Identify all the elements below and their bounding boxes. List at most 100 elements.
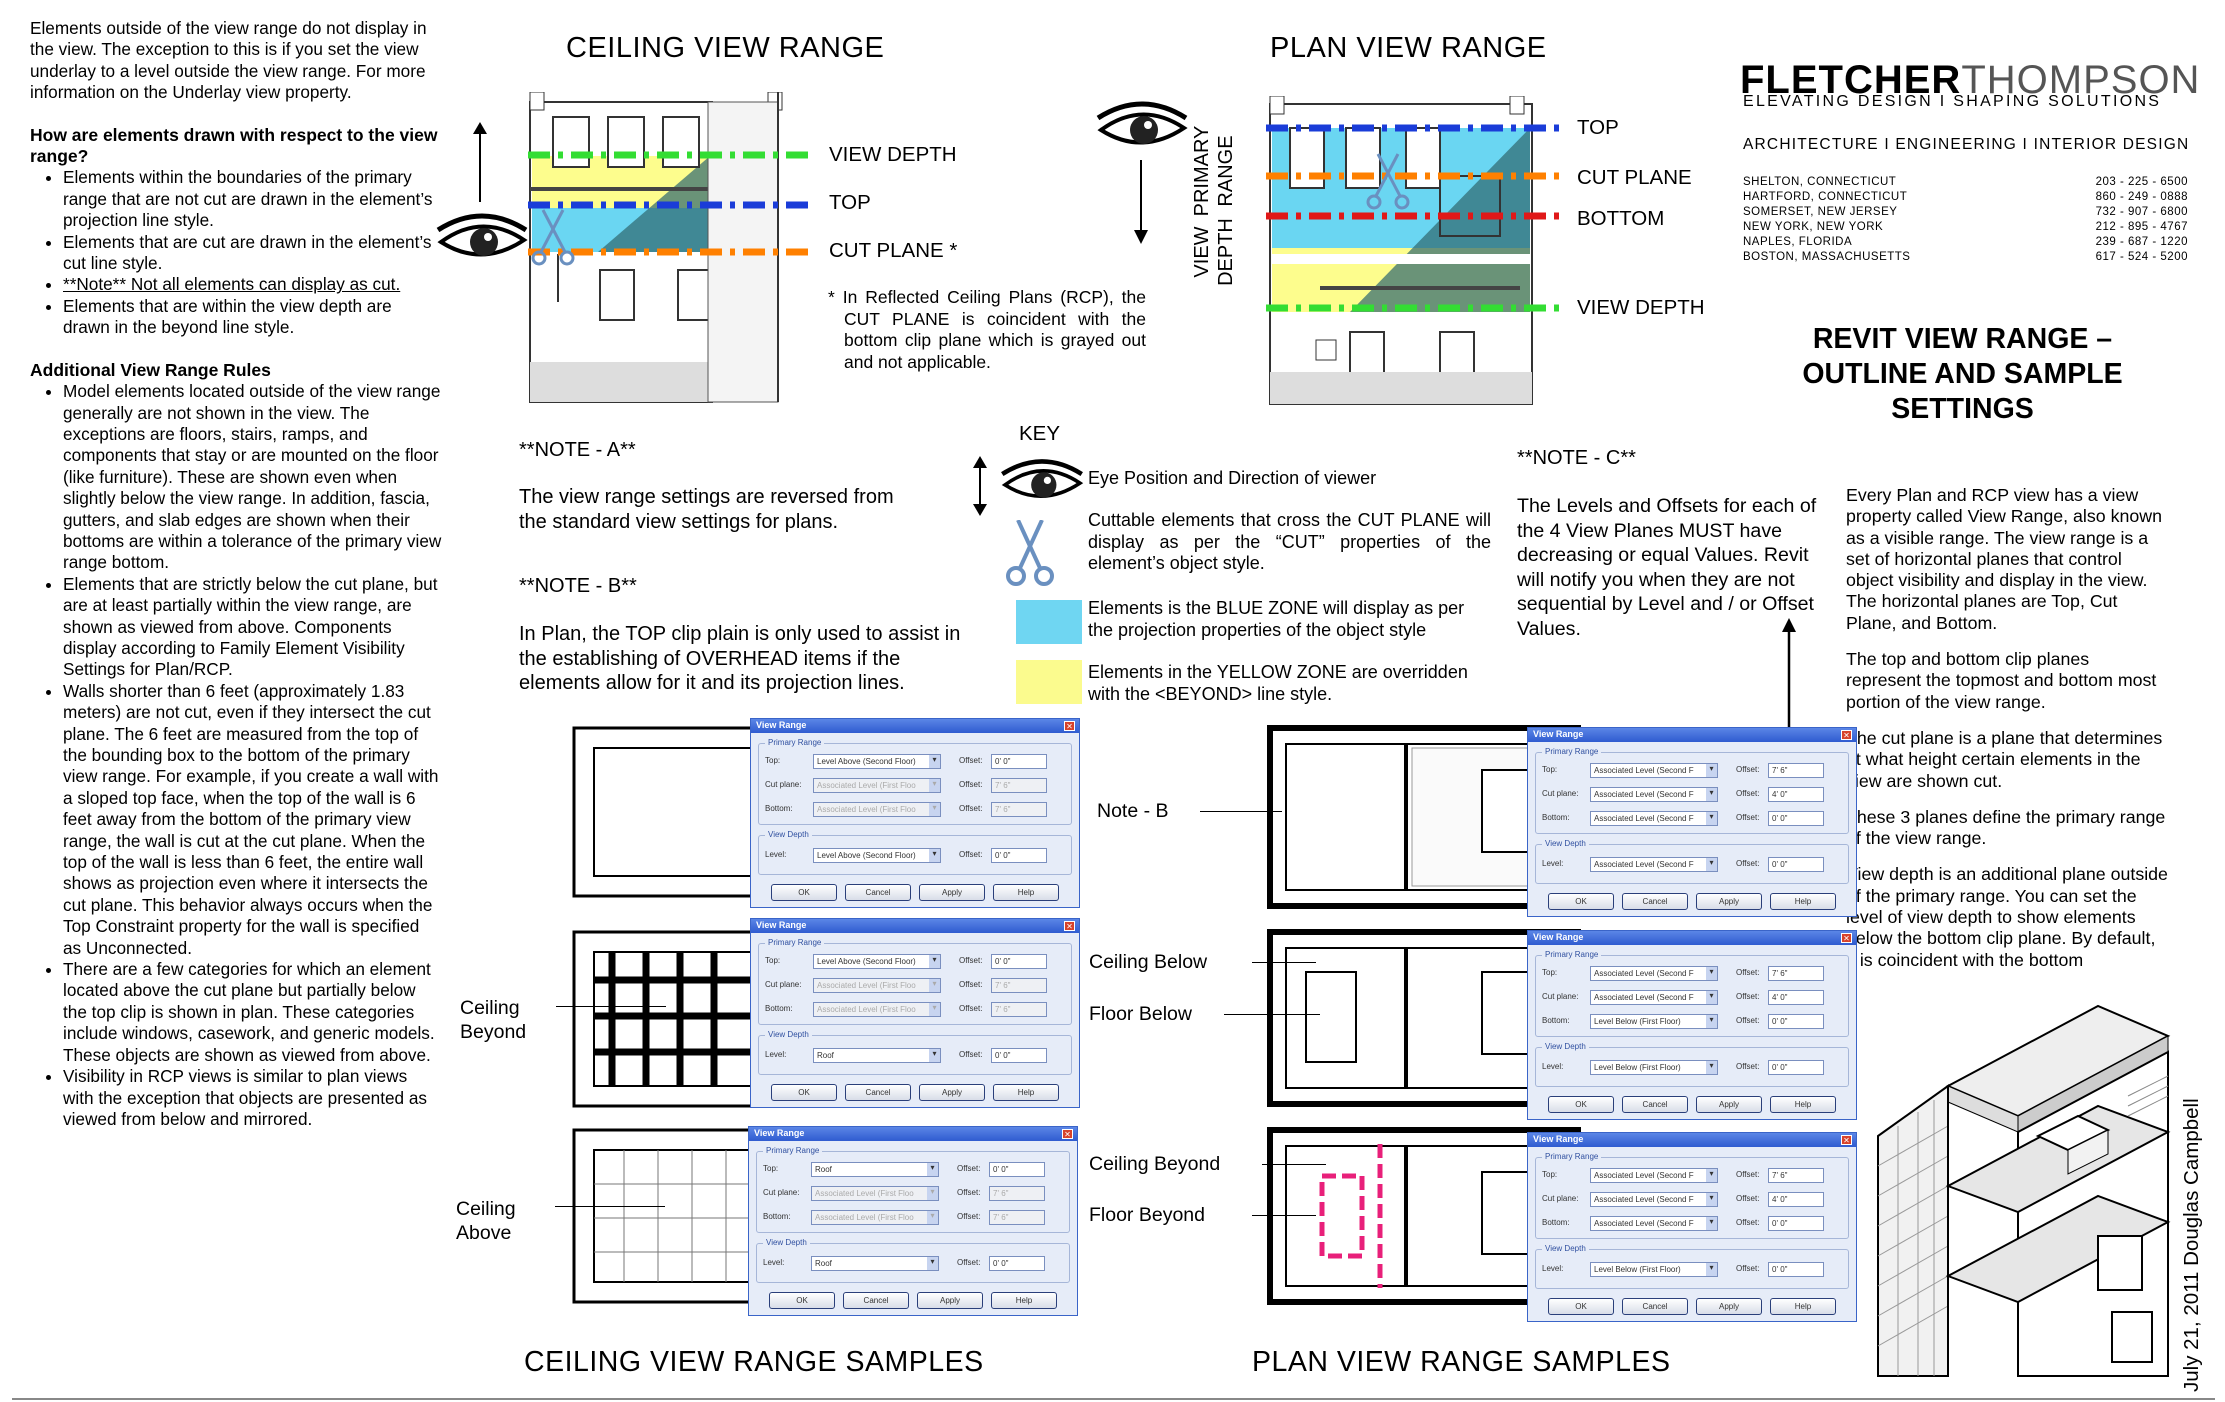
bottom-level-select[interactable]: Associated Level (First Floo — [813, 1002, 941, 1017]
ok-button[interactable]: OK — [1548, 1096, 1614, 1113]
apply-button[interactable]: Apply — [1696, 1096, 1762, 1113]
list-item: Visibility in RCP views is similar to pl… — [63, 1066, 442, 1130]
cancel-button[interactable]: Cancel — [1622, 893, 1688, 910]
apply-button[interactable]: Apply — [919, 884, 985, 901]
bottom-level-select[interactable]: Associated Level (First Floo — [813, 802, 941, 817]
cancel-button[interactable]: Cancel — [1622, 1298, 1688, 1315]
ok-button[interactable]: OK — [1548, 1298, 1614, 1315]
cut-level-select[interactable]: Associated Level (Second F — [1590, 990, 1718, 1005]
offset-label: Offset: — [1736, 968, 1760, 977]
top-level-select[interactable]: Level Above (Second Floor) — [813, 954, 941, 969]
dialog-titlebar[interactable]: View Range — [1528, 728, 1856, 742]
cancel-button[interactable]: Cancel — [845, 884, 911, 901]
cut-offset-field[interactable]: 4' 0" — [1768, 1192, 1824, 1207]
level-offset-field[interactable]: 0' 0" — [1768, 857, 1824, 872]
offset-label: Offset: — [959, 804, 983, 813]
close-icon[interactable]: ✕ — [1064, 921, 1075, 931]
ok-button[interactable]: OK — [769, 1292, 835, 1309]
isometric-building-drawing — [1877, 1004, 2171, 1377]
apply-button[interactable]: Apply — [917, 1292, 983, 1309]
level-level-select[interactable]: Level Below (First Floor) — [1590, 1262, 1718, 1277]
cut-level-select[interactable]: Associated Level (Second F — [1590, 787, 1718, 802]
bottom-level-select[interactable]: Associated Level (First Floo — [811, 1210, 939, 1225]
top-level-select[interactable]: Roof — [811, 1162, 939, 1177]
key-cut-text: Cuttable elements that cross the CUT PLA… — [1088, 510, 1491, 573]
row-label: Top: — [765, 756, 781, 765]
bottom-offset-field[interactable]: 0' 0" — [1768, 811, 1824, 826]
top-offset-field[interactable]: 0' 0" — [989, 1162, 1045, 1177]
level-offset-field[interactable]: 0' 0" — [1768, 1262, 1824, 1277]
apply-button[interactable]: Apply — [1696, 893, 1762, 910]
dialog-row-level: Level: Associated Level (Second F Offset… — [1542, 857, 1842, 873]
cancel-button[interactable]: Cancel — [1622, 1096, 1688, 1113]
close-icon[interactable]: ✕ — [1841, 730, 1852, 740]
dialog-titlebar[interactable]: View Range — [1528, 931, 1856, 945]
level-level-select[interactable]: Roof — [813, 1048, 941, 1063]
level-offset-field[interactable]: 0' 0" — [991, 848, 1047, 863]
bottom-offset-field[interactable]: 0' 0" — [1768, 1014, 1824, 1029]
close-icon[interactable]: ✕ — [1841, 1135, 1852, 1145]
top-level-select[interactable]: Associated Level (Second F — [1590, 1168, 1718, 1183]
top-offset-field[interactable]: 0' 0" — [991, 754, 1047, 769]
list-item: Walls shorter than 6 feet (approximately… — [63, 681, 442, 959]
help-button[interactable]: Help — [1770, 1096, 1836, 1113]
top-level-select[interactable]: Associated Level (Second F — [1590, 966, 1718, 981]
apply-button[interactable]: Apply — [1696, 1298, 1762, 1315]
level-level-select[interactable]: Roof — [811, 1256, 939, 1271]
cancel-button[interactable]: Cancel — [843, 1292, 909, 1309]
top-offset-field[interactable]: 7' 6" — [1768, 763, 1824, 778]
ok-button[interactable]: OK — [771, 1084, 837, 1101]
dialog-titlebar[interactable]: View Range — [751, 719, 1079, 733]
bottom-level-select[interactable]: Associated Level (Second F — [1590, 811, 1718, 826]
help-button[interactable]: Help — [1770, 1298, 1836, 1315]
primary-range-group: Primary Range Top: Roof Offset: 0' 0" Cu… — [756, 1146, 1070, 1233]
dialog-titlebar[interactable]: View Range — [1528, 1133, 1856, 1147]
dialog-titlebar[interactable]: View Range — [749, 1127, 1077, 1141]
close-icon[interactable]: ✕ — [1064, 721, 1075, 731]
help-button[interactable]: Help — [991, 1292, 1057, 1309]
cut-offset-field[interactable]: 4' 0" — [1768, 787, 1824, 802]
top-offset-field[interactable]: 7' 6" — [1768, 966, 1824, 981]
bottom-level-select[interactable]: Associated Level (Second F — [1590, 1216, 1718, 1231]
top-offset-field[interactable]: 7' 6" — [1768, 1168, 1824, 1183]
cut-level-select[interactable]: Associated Level (Second F — [1590, 1192, 1718, 1207]
apply-button[interactable]: Apply — [919, 1084, 985, 1101]
ok-button[interactable]: OK — [1548, 893, 1614, 910]
bottom-level-select[interactable]: Level Below (First Floor) — [1590, 1014, 1718, 1029]
bottom-offset-field[interactable]: 0' 0" — [1768, 1216, 1824, 1231]
cut-offset-field[interactable]: 7' 6" — [989, 1186, 1045, 1201]
level-offset-field[interactable]: 0' 0" — [1768, 1060, 1824, 1075]
cut-offset-field[interactable]: 7' 6" — [991, 778, 1047, 793]
cut-level-select[interactable]: Associated Level (First Floo — [813, 778, 941, 793]
help-button[interactable]: Help — [993, 884, 1059, 901]
level-offset-field[interactable]: 0' 0" — [991, 1048, 1047, 1063]
dialog-row-bottom: Bottom: Associated Level (Second F Offse… — [1542, 811, 1842, 827]
offset-label: Offset: — [959, 1050, 983, 1059]
blue-zone-swatch — [1016, 600, 1082, 644]
level-level-select[interactable]: Level Above (Second Floor) — [813, 848, 941, 863]
cancel-button[interactable]: Cancel — [845, 1084, 911, 1101]
row-label: Bottom: — [1542, 1016, 1570, 1025]
level-level-select[interactable]: Associated Level (Second F — [1590, 857, 1718, 872]
cut-offset-field[interactable]: 7' 6" — [991, 978, 1047, 993]
row-label: Top: — [1542, 1170, 1558, 1179]
help-button[interactable]: Help — [1770, 893, 1836, 910]
cut-offset-field[interactable]: 4' 0" — [1768, 990, 1824, 1005]
ok-button[interactable]: OK — [771, 884, 837, 901]
top-offset-field[interactable]: 0' 0" — [991, 954, 1047, 969]
level-level-select[interactable]: Level Below (First Floor) — [1590, 1060, 1718, 1075]
cut-level-select[interactable]: Associated Level (First Floo — [813, 978, 941, 993]
dialog-titlebar[interactable]: View Range — [751, 919, 1079, 933]
bottom-offset-field[interactable]: 7' 6" — [989, 1210, 1045, 1225]
top-level-select[interactable]: Associated Level (Second F — [1590, 763, 1718, 778]
cut-level-select[interactable]: Associated Level (First Floo — [811, 1186, 939, 1201]
section-heading: Additional View Range Rules — [30, 359, 271, 380]
dialog-title: View Range — [1533, 729, 1584, 739]
level-offset-field[interactable]: 0' 0" — [989, 1256, 1045, 1271]
close-icon[interactable]: ✕ — [1062, 1129, 1073, 1139]
close-icon[interactable]: ✕ — [1841, 933, 1852, 943]
bottom-offset-field[interactable]: 7' 6" — [991, 1002, 1047, 1017]
help-button[interactable]: Help — [993, 1084, 1059, 1101]
top-level-select[interactable]: Level Above (Second Floor) — [813, 754, 941, 769]
bottom-offset-field[interactable]: 7' 6" — [991, 802, 1047, 817]
